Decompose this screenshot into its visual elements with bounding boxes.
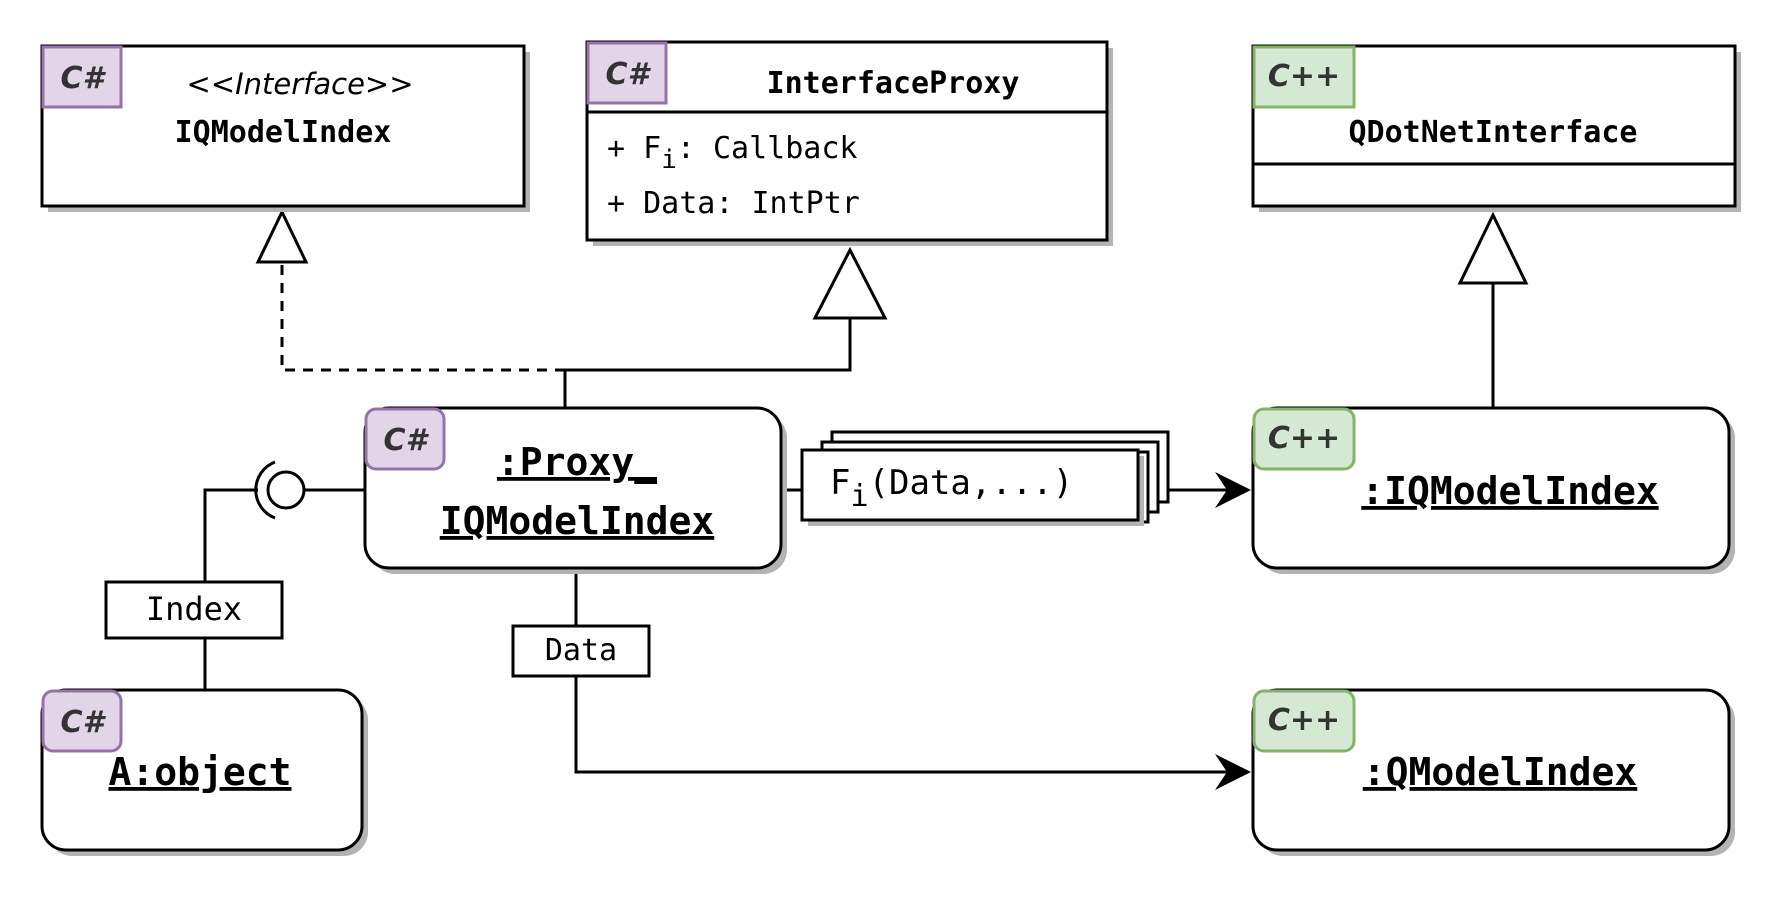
interfaceproxy-class-box: C# InterfaceProxy + Fi: Callback + Data:… bbox=[585, 40, 1113, 246]
socket-arc bbox=[254, 460, 276, 520]
interfaceproxy-attr-callback: + Fi: Callback bbox=[607, 131, 857, 175]
qdotnetinterface-class-box: C++ QDotNetInterface bbox=[1251, 44, 1741, 212]
csharp-badge bbox=[364, 407, 446, 471]
proxy-iqmodelindex-object: C# :Proxy_ IQModelIndex bbox=[363, 406, 787, 574]
data-label: Data bbox=[511, 624, 651, 678]
cpp-iqmodelindex-object-name: :IQModelIndex bbox=[1361, 469, 1658, 513]
interface-stereotype: <<Interface>> bbox=[186, 67, 413, 101]
generalization-connector-proxy bbox=[563, 318, 852, 408]
cpp-badge bbox=[1252, 689, 1356, 753]
qmodelindex-object: C++ :QModelIndex bbox=[1251, 688, 1735, 856]
a-object-name: A:object bbox=[108, 750, 291, 794]
call-message-stack: Fi(Data,...) bbox=[800, 430, 1170, 526]
iqmodelindex-interface-box: C# <<Interface>> IQModelIndex bbox=[40, 44, 530, 212]
data-connector bbox=[574, 568, 1251, 790]
index-label: Index bbox=[104, 580, 284, 640]
generalization-triangle-proxy bbox=[812, 246, 888, 320]
realization-triangle bbox=[255, 208, 309, 264]
csharp-badge-label: C# bbox=[384, 423, 430, 458]
iqmodelindex-interface-name: IQModelIndex bbox=[175, 115, 392, 150]
lollipop-ball bbox=[266, 470, 306, 510]
interfaceproxy-attr-data: + Data: IntPtr bbox=[607, 186, 860, 221]
csharp-badge-label: C# bbox=[61, 61, 107, 96]
cpp-badge-label: C++ bbox=[1268, 59, 1340, 94]
cpp-badge bbox=[1252, 407, 1356, 471]
csharp-badge bbox=[586, 41, 668, 105]
cpp-badge-label: C++ bbox=[1268, 703, 1340, 738]
proxy-object-name-line1: :Proxy_ bbox=[497, 440, 657, 484]
index-label-text: Index bbox=[146, 590, 242, 628]
csharp-badge-label: C# bbox=[606, 57, 652, 92]
cpp-badge bbox=[1252, 45, 1356, 109]
generalization-triangle-cpp bbox=[1457, 211, 1529, 285]
call-message-label: Fi(Data,...) bbox=[830, 463, 1073, 514]
cpp-badge-label: C++ bbox=[1268, 421, 1340, 456]
cpp-iqmodelindex-object: C++ :IQModelIndex bbox=[1251, 406, 1735, 574]
csharp-badge-label: C# bbox=[61, 705, 107, 740]
interfaceproxy-class-name: InterfaceProxy bbox=[767, 66, 1020, 101]
qmodelindex-object-name: :QModelIndex bbox=[1363, 750, 1638, 794]
proxy-object-name-line2: IQModelIndex bbox=[440, 499, 715, 543]
qdotnetinterface-class-name: QDotNetInterface bbox=[1349, 115, 1638, 150]
csharp-badge bbox=[41, 689, 123, 753]
realization-connector bbox=[280, 262, 565, 372]
csharp-badge bbox=[41, 45, 123, 109]
data-label-text: Data bbox=[545, 633, 617, 668]
a-object: C# A:object bbox=[40, 688, 368, 856]
